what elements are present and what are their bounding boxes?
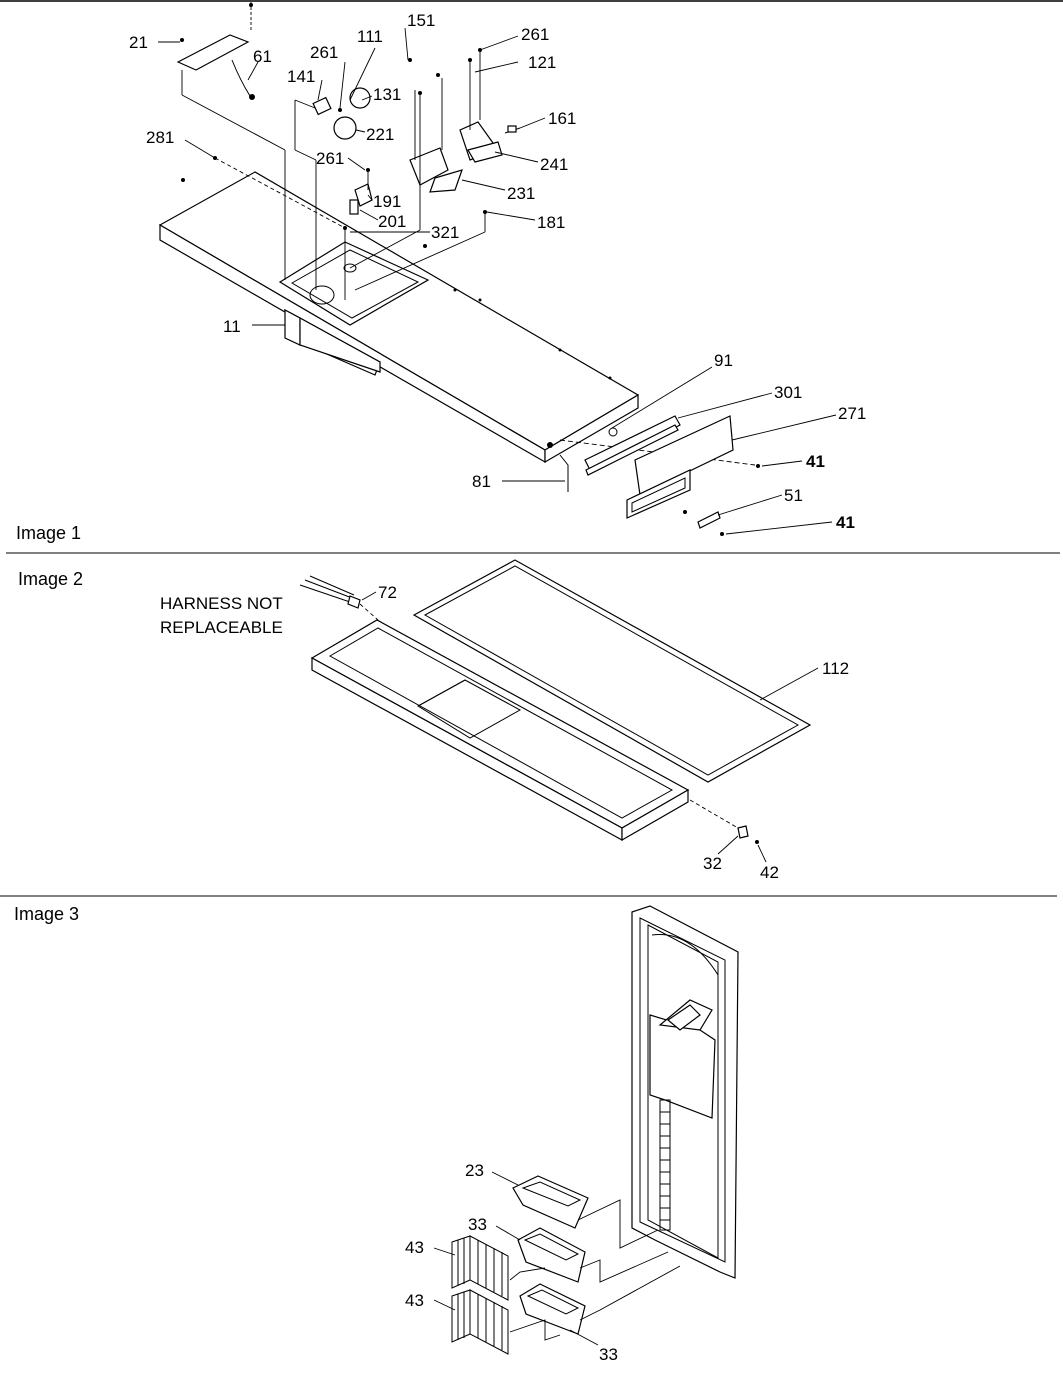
callout-261-a: 261 bbox=[310, 43, 338, 62]
shelf-glass-panel bbox=[412, 559, 812, 783]
shelf-frame bbox=[310, 619, 690, 842]
part-11-duct bbox=[284, 309, 381, 373]
callout-72: 72 bbox=[378, 583, 397, 602]
callout-121: 121 bbox=[528, 53, 556, 72]
callout-leaders-panel-2 bbox=[361, 591, 819, 863]
callouts-panel-3: 23 33 43 43 33 bbox=[405, 1161, 618, 1364]
callout-91: 91 bbox=[714, 351, 733, 370]
callout-231: 231 bbox=[507, 184, 535, 203]
part-131-221-motor bbox=[312, 87, 371, 140]
callout-301: 301 bbox=[774, 383, 802, 402]
callout-271: 271 bbox=[838, 404, 866, 423]
callout-11: 11 bbox=[223, 317, 241, 336]
callout-42: 42 bbox=[760, 863, 779, 882]
panel-caption-3: Image 3 bbox=[14, 904, 79, 924]
wire-rack-43-upper bbox=[451, 1235, 509, 1301]
callout-leaders-panel-3 bbox=[433, 1171, 599, 1346]
callout-221: 221 bbox=[366, 125, 394, 144]
callout-321: 321 bbox=[431, 223, 459, 242]
assembly-lines-panel-1 bbox=[214, 93, 756, 466]
callout-41-b: 41 bbox=[836, 513, 855, 532]
callout-141: 141 bbox=[287, 67, 315, 86]
callouts-panel-2: 72 112 32 42 bbox=[378, 583, 849, 882]
part-51-clip bbox=[683, 464, 760, 536]
callout-181: 181 bbox=[537, 213, 565, 232]
part-32-42-fasteners bbox=[359, 603, 759, 844]
callout-261-c: 261 bbox=[316, 149, 344, 168]
callout-21: 21 bbox=[129, 33, 148, 52]
door-bin-23 bbox=[512, 1175, 589, 1229]
panel-3: Image 3 bbox=[14, 904, 739, 1364]
freezer-door bbox=[631, 905, 739, 1279]
callout-43-upper: 43 bbox=[405, 1238, 424, 1257]
callout-32: 32 bbox=[703, 854, 722, 873]
callout-51: 51 bbox=[784, 486, 803, 505]
wire-rack-43-lower bbox=[451, 1289, 509, 1355]
part-191-201-actuator bbox=[349, 170, 373, 215]
callout-23: 23 bbox=[465, 1161, 484, 1180]
callout-131: 131 bbox=[373, 85, 401, 104]
part-61-wire bbox=[231, 59, 255, 100]
callout-261-b: 261 bbox=[521, 25, 549, 44]
part-231-solenoid bbox=[409, 78, 463, 193]
panel-caption-1: Image 1 bbox=[16, 523, 81, 543]
part-81-tube bbox=[559, 454, 569, 492]
callout-33-upper: 33 bbox=[468, 1215, 487, 1234]
callout-161: 161 bbox=[548, 109, 576, 128]
callout-191: 191 bbox=[373, 192, 401, 211]
door-bin-33-upper bbox=[517, 1227, 586, 1283]
callout-151: 151 bbox=[407, 11, 435, 30]
assembly-lines-panel-3 bbox=[509, 1199, 681, 1341]
callout-leaders-panel-1 bbox=[158, 27, 837, 535]
part-241-bracket bbox=[459, 50, 521, 163]
callout-201: 201 bbox=[378, 212, 406, 231]
callouts-panel-1: 21 61 261 111 151 141 131 221 261 121 16… bbox=[129, 11, 866, 532]
callout-281: 281 bbox=[146, 128, 174, 147]
door-bin-33-lower bbox=[519, 1283, 586, 1335]
callout-111: 111 bbox=[357, 27, 383, 46]
part-301-271-plates bbox=[584, 415, 734, 519]
callout-241: 241 bbox=[540, 155, 568, 174]
callout-81: 81 bbox=[472, 472, 491, 491]
panel-1: 21 61 261 111 151 141 131 221 261 121 16… bbox=[16, 2, 866, 543]
callout-41-a: 41 bbox=[806, 452, 825, 471]
harness-wires bbox=[299, 575, 361, 609]
panel-2: Image 2 HARNESS NOT REPLACEABLE bbox=[18, 559, 849, 882]
part-21-bracket bbox=[176, 2, 286, 280]
panel-caption-2: Image 2 bbox=[18, 569, 83, 589]
harness-note-line-1: HARNESS NOT bbox=[160, 594, 283, 613]
harness-note-line-2: REPLACEABLE bbox=[160, 618, 283, 637]
callout-61: 61 bbox=[253, 47, 272, 66]
callout-112: 112 bbox=[822, 659, 849, 678]
callout-33-lower: 33 bbox=[599, 1345, 618, 1364]
callout-43-lower: 43 bbox=[405, 1291, 424, 1310]
